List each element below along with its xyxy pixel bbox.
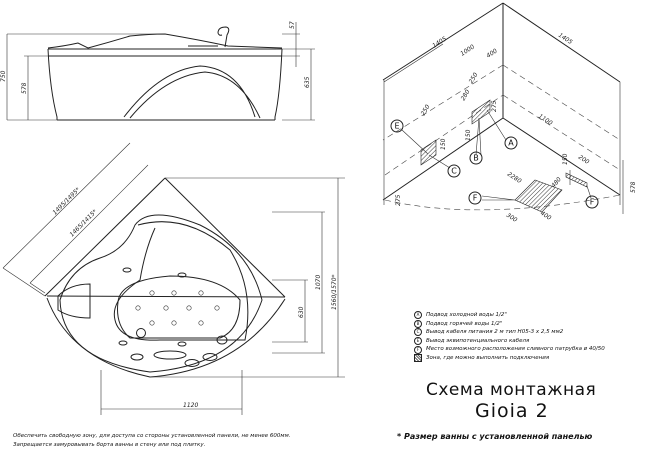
marker-f-icon: F [414,345,422,354]
legend-item-b: B Подвод горячей воды 1/2" [414,319,605,329]
dim-630: 630 [298,306,305,318]
iso-dim-250-a: 250 [468,71,480,85]
marker-a-icon: A [414,311,422,320]
jets [118,267,228,367]
marker-b: B [473,154,479,163]
dim-1495: 1495/1495* [51,186,81,216]
iso-dim-1405-left: 1405 [431,35,448,49]
dim-1070: 1070 [315,275,322,290]
iso-dim-480: 480 [550,176,563,189]
dim-1120: 1120 [183,402,198,409]
dim-1415: 1465/1415* [68,208,98,238]
marker-f-1: F [473,194,478,203]
size-note: * Размер ванны с установленной панелью [397,432,593,441]
marker-f-2: F [590,198,595,207]
legend-item-a: A Подвод холодной воды 1/2" [414,311,605,320]
legend-text: Вывод кабеля питания 2 м тип H05-3 x 2,5… [426,329,564,336]
iso-dim-300: 300 [505,212,519,224]
isometric-view: E C B A F F 1405 1405 1000 400 250 280 2… [382,2,637,224]
legend-text: Зона, где можно выполнить подключения [426,354,550,361]
markers: E C B A F F [390,119,599,209]
iso-dim-275-a: 275 [491,100,498,112]
marker-a: A [508,139,514,148]
installation-notes: Обеспечить свободную зону, для доступа с… [13,432,290,450]
legend: A Подвод холодной воды 1/2" B Подвод горяч… [414,311,605,363]
marker-b-icon: B [414,319,422,328]
iso-dim-150-c: 150 [562,153,569,165]
dim-635: 635 [304,76,311,88]
drawing-title: Схема монтажная [426,380,597,400]
legend-text: Подвод горячей воды 1/2" [426,320,503,327]
model-name: Gioia 2 [475,400,549,422]
legend-item-e: E Вывод эквипотенциального кабеля [414,337,605,346]
marker-e: E [394,122,399,131]
legend-item-c: C Вывод кабеля питания 2 м тип H05-3 x 2,… [414,328,605,337]
note-line: Запрещается замуровывать борта ванны в с… [13,442,206,448]
iso-dim-280: 280 [460,88,472,102]
top-view: 1495/1495* 1465/1415* 1560/1570* 1070 63… [2,142,345,415]
marker-c: C [451,167,457,176]
dim-57: 57 [289,21,296,29]
legend-text: Место возможного расположения сливного п… [426,346,605,353]
hatch-zone-icon [414,354,422,363]
legend-item-f: F Место возможного расположения сливного … [414,345,605,354]
iso-dim-400: 400 [485,47,499,59]
marker-e-icon: E [414,337,422,346]
legend-text: Вывод эквипотенциального кабеля [426,337,530,344]
iso-dim-578: 578 [630,181,637,193]
dim-1560: 1560/1570* [331,274,338,310]
iso-dim-200: 200 [577,154,591,166]
iso-dim-150-b: 150 [465,129,472,141]
legend-item-zone: Зона, где можно выполнить подключения [414,354,605,363]
iso-dim-1100: 1100 [537,113,554,127]
legend-text: Подвод холодной воды 1/2" [426,312,507,318]
iso-dim-1405-right: 1405 [557,32,574,46]
dim-578: 578 [21,82,28,94]
iso-dim-2280: 2280 [506,171,523,185]
dim-750: 750 [0,70,7,82]
iso-dim-150-a: 150 [440,138,447,150]
side-view: 750 578 57 635 [0,21,315,121]
iso-dim-250-b: 250 [420,103,432,117]
iso-dim-1000: 1000 [459,43,476,57]
note-line: Обеспечить свободную зону, для доступа с… [13,433,291,439]
marker-c-icon: C [414,328,422,337]
iso-dim-275-b: 275 [395,194,402,206]
iso-dim-400-b: 400 [539,210,553,222]
